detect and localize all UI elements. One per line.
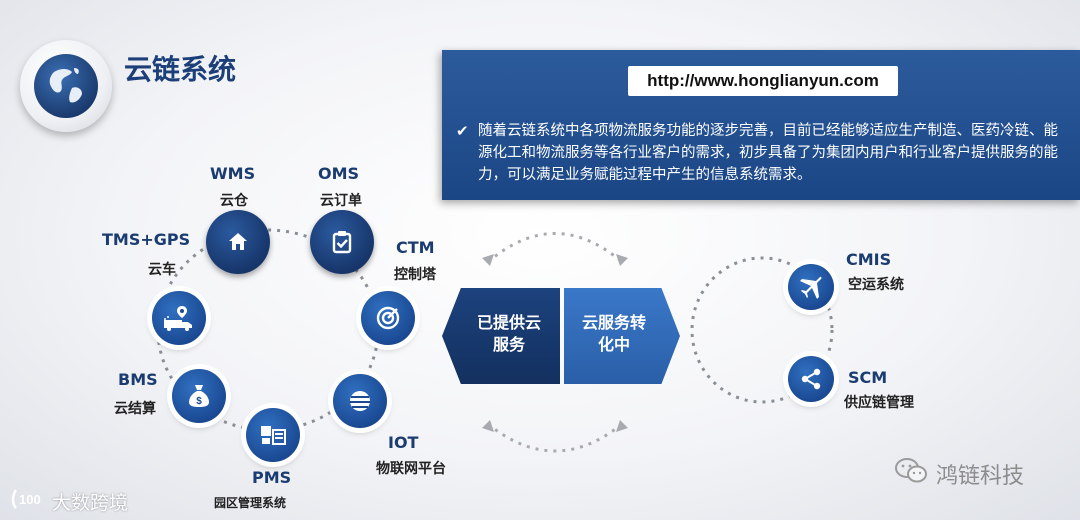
tms-node[interactable] — [152, 291, 206, 345]
ctm-node[interactable] — [361, 291, 415, 345]
logo-badge — [20, 40, 112, 132]
scm-node[interactable] — [788, 356, 834, 402]
oms-label: OMS — [318, 164, 360, 183]
ctm-sublabel: 控制塔 — [394, 267, 436, 283]
warehouse-icon — [261, 426, 286, 445]
cmis-label: CMIS — [846, 250, 892, 269]
tms-sublabel: 云车 — [148, 262, 176, 278]
provided-services-line2: 服务 — [492, 335, 525, 354]
truck-icon — [164, 306, 192, 331]
bottom-left-logo: 100 — [10, 486, 54, 516]
bms-sublabel: 云结算 — [114, 401, 156, 417]
iot-label: IOT — [388, 433, 419, 452]
oms-sublabel: 云订单 — [320, 193, 362, 209]
provided-services-line1: 已提供云 — [476, 313, 541, 332]
converting-services-line1: 云服务转 — [581, 313, 646, 332]
cmis-node[interactable] — [788, 264, 834, 310]
oms-node[interactable] — [310, 210, 374, 274]
website-url[interactable]: http://www.honglianyun.com — [628, 66, 898, 96]
svg-text:$: $ — [196, 396, 202, 407]
tms-label: TMS+GPS — [102, 230, 191, 249]
cmis-sublabel: 空运系统 — [848, 277, 904, 293]
scm-sublabel: 供应链管理 — [844, 395, 914, 411]
airplane-icon — [800, 276, 822, 299]
share-icon — [801, 368, 821, 390]
target-icon — [376, 306, 400, 330]
globe-icon — [350, 391, 370, 411]
info-panel: http://www.honglianyun.com ✔ 随着云链系统中各项物流… — [442, 50, 1080, 200]
info-description: 随着云链系统中各项物流服务功能的逐步完善，目前已经能够适应生产制造、医药冷链、能… — [478, 123, 1058, 183]
bms-node[interactable]: $ — [172, 369, 226, 423]
wechat-brand: 鸿链科技 — [936, 464, 1025, 489]
wechat-icon — [894, 456, 930, 490]
money-bag-icon: $ — [189, 385, 209, 407]
pms-sublabel: 园区管理系统 — [214, 496, 287, 510]
provided-services-block: 已提供云 服务 — [442, 288, 560, 384]
home-icon — [229, 233, 247, 250]
wms-sublabel: 云仓 — [220, 193, 248, 209]
check-icon: ✔ — [456, 122, 469, 140]
svg-text:100: 100 — [19, 492, 41, 507]
wms-label: WMS — [210, 164, 256, 183]
wms-node[interactable] — [206, 210, 270, 274]
pms-label: PMS — [252, 468, 292, 487]
globe-icon — [34, 54, 98, 118]
pms-node[interactable] — [246, 408, 300, 462]
iot-sublabel: 物联网平台 — [376, 461, 446, 477]
clipboard-check-icon — [332, 231, 352, 254]
iot-node[interactable] — [333, 374, 387, 428]
page-title: 云链系统 — [124, 53, 237, 86]
converting-services-block: 云服务转 化中 — [564, 288, 680, 384]
bottom-left-watermark: 大数跨境 — [52, 492, 129, 514]
scm-label: SCM — [848, 368, 888, 387]
converting-services-line2: 化中 — [597, 335, 630, 354]
bms-label: BMS — [118, 370, 158, 389]
ctm-label: CTM — [396, 238, 435, 257]
